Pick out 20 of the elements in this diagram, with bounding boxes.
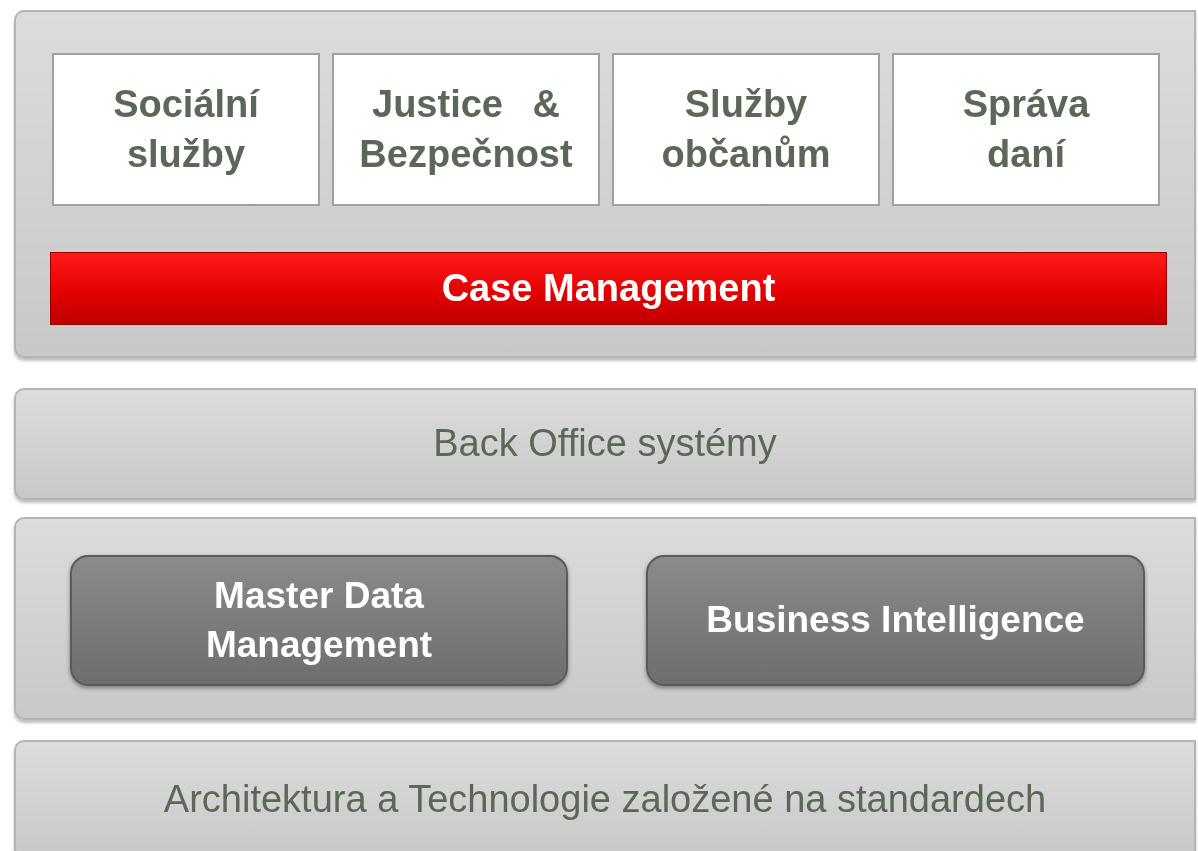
domain-box: [892, 53, 1160, 206]
label: Služby občanům: [660, 82, 832, 177]
domain-box: [612, 53, 880, 206]
layer-band: [14, 10, 1196, 358]
layer-band: [14, 517, 1196, 720]
component-box: [646, 555, 1145, 686]
label: Case Management: [440, 265, 777, 311]
label: Sociální služby: [112, 82, 261, 177]
component-box: [70, 555, 568, 686]
label: Business Intelligence: [705, 598, 1086, 643]
domain-box: [332, 53, 600, 206]
layer-band: [14, 740, 1196, 851]
label: Back Office systémy: [432, 421, 778, 467]
label: Správa daní: [961, 82, 1091, 177]
label: Architektura a Technologie založené na standardech: [162, 777, 1048, 823]
label: Master Data Management: [204, 574, 434, 667]
label: Justice & Bezpečnost: [358, 82, 574, 177]
case-management-bar: [50, 252, 1167, 325]
layer-band: [14, 388, 1196, 500]
domain-box: [52, 53, 320, 206]
